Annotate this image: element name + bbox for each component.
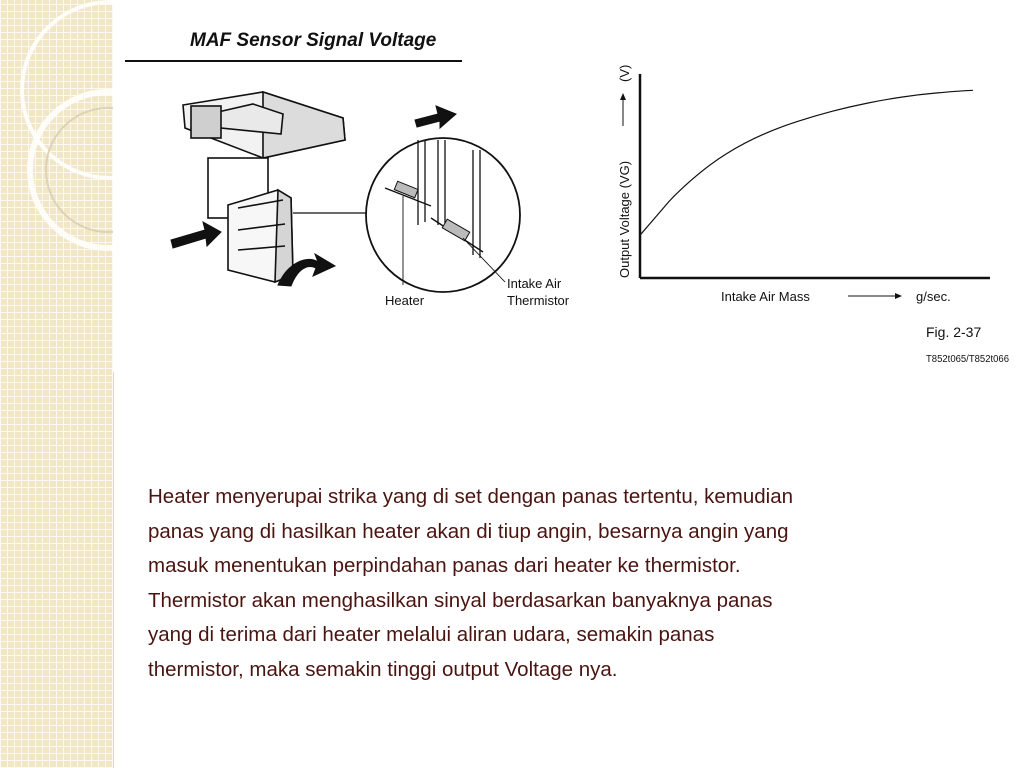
paragraph-line-4: Thermistor akan menghasilkan sinyal berd…	[148, 588, 773, 612]
paragraph-line-1: Heater menyerupai strika yang di set den…	[148, 485, 793, 508]
heater-label: Heater	[385, 293, 425, 308]
ring-inner	[45, 107, 113, 233]
explanation-paragraph: Heater menyerupai strika yang di set den…	[148, 480, 968, 687]
magnified-detail	[365, 137, 521, 293]
y-axis-arrowhead	[620, 93, 626, 100]
paragraph-line-3: masuk menentukan perpindahan panas dari …	[148, 554, 741, 577]
maf-sensor-illustration	[182, 90, 346, 284]
decorative-sidebar	[0, 0, 114, 768]
figure-title: MAF Sensor Signal Voltage	[190, 30, 437, 51]
ring-large	[20, 0, 113, 180]
paragraph-line-2: panas yang di hasilkan heater akan di ti…	[148, 519, 789, 543]
figure-code: T852t065/T852t066	[926, 354, 1009, 365]
figure-canvas: MAF Sensor Signal Voltage	[125, 30, 1009, 365]
paragraph-line-6: thermistor, maka semakin tinggi output V…	[148, 657, 618, 681]
y-axis-label: Output Voltage (VG)	[617, 161, 632, 278]
maf-sensor-figure: MAF Sensor Signal Voltage	[113, 0, 1024, 372]
thermistor-label-line1: Intake Air	[507, 276, 562, 291]
paragraph-line-5: yang di terima dari heater melalui alira…	[148, 623, 715, 646]
figure-number: Fig. 2-37	[926, 324, 981, 340]
x-axis-unit: g/sec.	[916, 289, 951, 304]
voltage-curve	[639, 89, 974, 236]
x-axis-arrowhead	[895, 293, 902, 299]
x-axis-label: Intake Air Mass	[721, 289, 810, 304]
ring-middle	[27, 89, 113, 251]
airflow-arrows	[170, 105, 457, 287]
decorative-rings	[20, 0, 113, 251]
thermistor-label-line2: Thermistor	[507, 293, 570, 308]
output-voltage-chart: Output Voltage (VG) (V) Intake Air Mass …	[617, 65, 990, 304]
y-axis-unit: (V)	[617, 65, 632, 82]
